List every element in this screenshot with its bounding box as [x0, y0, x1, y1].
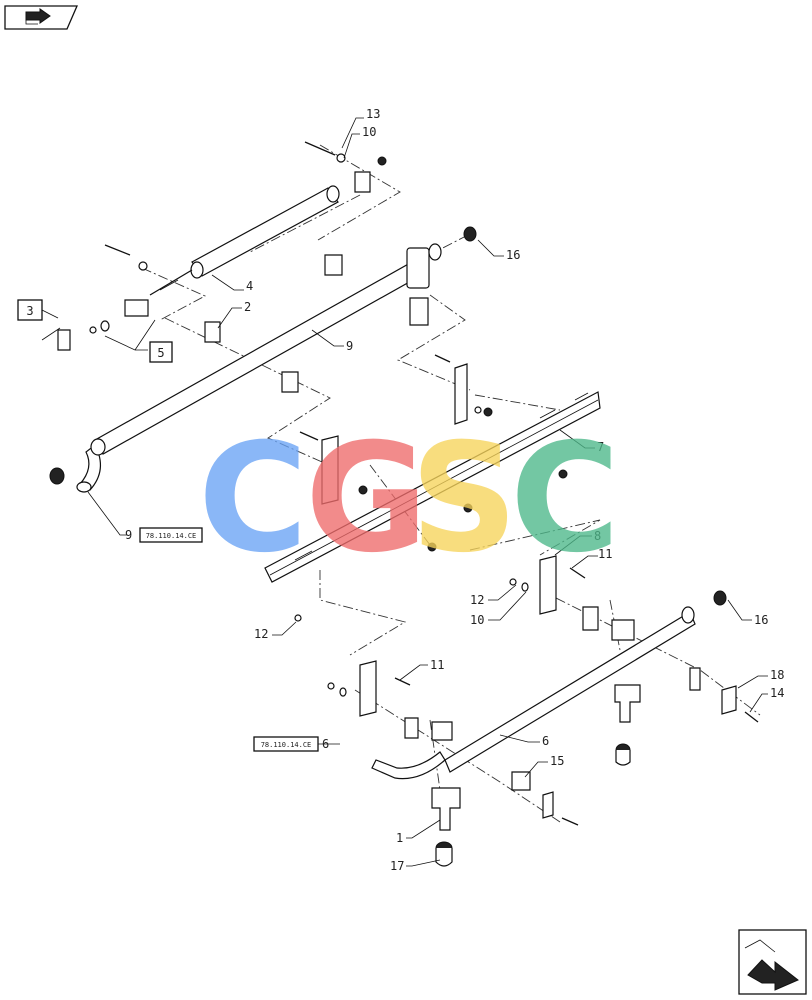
callout-11-right: 11 [598, 547, 612, 561]
next-page-arrow-icon[interactable] [738, 929, 807, 995]
cgsc-watermark: C G S C [198, 412, 620, 586]
callout-15: 15 [550, 754, 564, 768]
rubber-caps [49, 156, 727, 606]
callout-12-right: 12 [470, 593, 484, 607]
watermark-letter: C [510, 412, 620, 586]
crossbar-part-7 [264, 391, 601, 583]
callout-11-lower: 11 [430, 658, 444, 672]
callout-6-right: 6 [542, 734, 549, 748]
callout-8: 8 [594, 529, 601, 543]
callout-12-left: 12 [254, 627, 268, 641]
callout-numbers: 13 10 16 4 2 9 9 7 8 11 12 10 12 16 11 1… [125, 107, 784, 873]
pipe-part-9 [76, 243, 442, 493]
reference-box-pipe-6[interactable]: 78.110.14.CE [253, 736, 319, 752]
callout-1: 1 [396, 831, 403, 845]
svg-text:5: 5 [157, 346, 164, 360]
boxed-callout-3: 3 [17, 299, 43, 321]
lower-supports [404, 606, 701, 867]
callout-16-bottom: 16 [754, 613, 768, 627]
plates [321, 363, 737, 819]
svg-text:78.110.14.CE: 78.110.14.CE [146, 532, 197, 540]
svg-text:3: 3 [26, 304, 33, 318]
callout-9-upper: 9 [346, 339, 353, 353]
leader-lines [41, 117, 768, 867]
watermark-letter: S [410, 412, 518, 586]
callout-16-top: 16 [506, 248, 520, 262]
callout-18: 18 [770, 668, 784, 682]
callout-4: 4 [246, 279, 253, 293]
callout-17: 17 [390, 859, 404, 873]
pipe-part-6 [371, 606, 696, 780]
upper-clamps [57, 171, 429, 393]
callout-13: 13 [366, 107, 380, 121]
svg-text:78.110.14.CE: 78.110.14.CE [261, 741, 312, 749]
callout-10-right: 10 [470, 613, 484, 627]
callout-2: 2 [244, 300, 251, 314]
boxed-callout-5: 5 [149, 341, 173, 363]
cylinder-part-4 [149, 185, 340, 296]
reference-box-pipe-9[interactable]: 78.110.14.CE [139, 527, 203, 543]
callout-9-lower: 9 [125, 528, 132, 542]
callout-7: 7 [597, 440, 604, 454]
fasteners [89, 141, 759, 826]
callout-10-top: 10 [362, 125, 376, 139]
callout-6-ref: 6 [322, 737, 329, 751]
navigation-arrow-icon[interactable] [4, 5, 78, 30]
callout-14: 14 [770, 686, 784, 700]
watermark-letter: C [198, 412, 308, 586]
watermark-letter: G [305, 412, 428, 586]
